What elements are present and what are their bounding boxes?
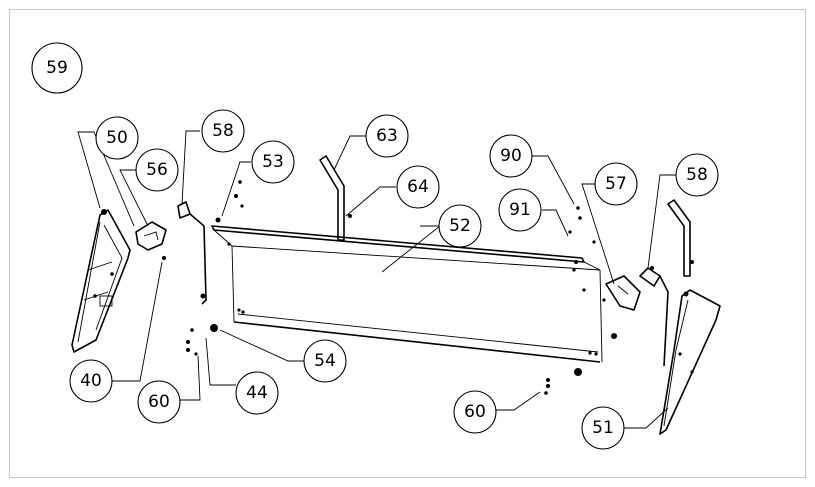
left-bracket-56 xyxy=(135,221,167,260)
left-end-panel xyxy=(71,209,131,353)
left-hinge-strap xyxy=(177,201,207,305)
main-trough-52 xyxy=(211,225,603,363)
callout-51: 51 xyxy=(581,406,625,450)
callout-60-right-label: 60 xyxy=(464,402,486,422)
callout-64: 64 xyxy=(396,165,440,209)
callout-60-right: 60 xyxy=(453,390,497,434)
callout-51-label: 51 xyxy=(592,418,614,438)
callout-53-label: 53 xyxy=(262,152,284,172)
center-post-63 xyxy=(319,155,345,241)
callout-52: 52 xyxy=(438,204,482,248)
callout-52-label: 52 xyxy=(449,216,471,236)
right-hinge-strap xyxy=(639,266,669,367)
callout-58-left: 58 xyxy=(201,109,245,153)
callout-50-label: 50 xyxy=(106,128,128,148)
callout-91-label: 91 xyxy=(509,200,531,220)
callout-90: 90 xyxy=(489,134,533,178)
callout-91: 91 xyxy=(498,188,542,232)
callout-59: 59 xyxy=(31,42,83,94)
callout-57: 57 xyxy=(594,162,638,206)
callout-58-right: 58 xyxy=(675,153,719,197)
callout-54: 54 xyxy=(303,339,347,383)
callout-60-left-label: 60 xyxy=(148,392,170,412)
callout-53: 53 xyxy=(251,140,295,184)
callout-56-label: 56 xyxy=(146,160,168,180)
right-end-panel-51 xyxy=(659,289,721,435)
callout-44: 44 xyxy=(235,371,279,415)
callout-63: 63 xyxy=(365,114,409,158)
callout-58-left-label: 58 xyxy=(212,121,234,141)
right-post xyxy=(667,199,694,277)
leader-lines xyxy=(77,130,676,429)
callout-54-label: 54 xyxy=(314,351,336,371)
small-hardware xyxy=(186,180,617,395)
callout-64-label: 64 xyxy=(407,177,429,197)
callout-57-label: 57 xyxy=(605,174,627,194)
callout-44-label: 44 xyxy=(246,383,268,403)
callout-59-label: 59 xyxy=(46,58,68,78)
callout-50: 50 xyxy=(95,116,139,160)
callout-90-label: 90 xyxy=(500,146,522,166)
callout-58-right-label: 58 xyxy=(686,165,708,185)
callout-60-left: 60 xyxy=(137,380,181,424)
callout-63-label: 63 xyxy=(376,126,398,146)
callout-56: 56 xyxy=(135,148,179,192)
right-bracket-57 xyxy=(605,275,641,311)
callout-40-label: 40 xyxy=(80,371,102,391)
callout-40: 40 xyxy=(69,359,113,403)
